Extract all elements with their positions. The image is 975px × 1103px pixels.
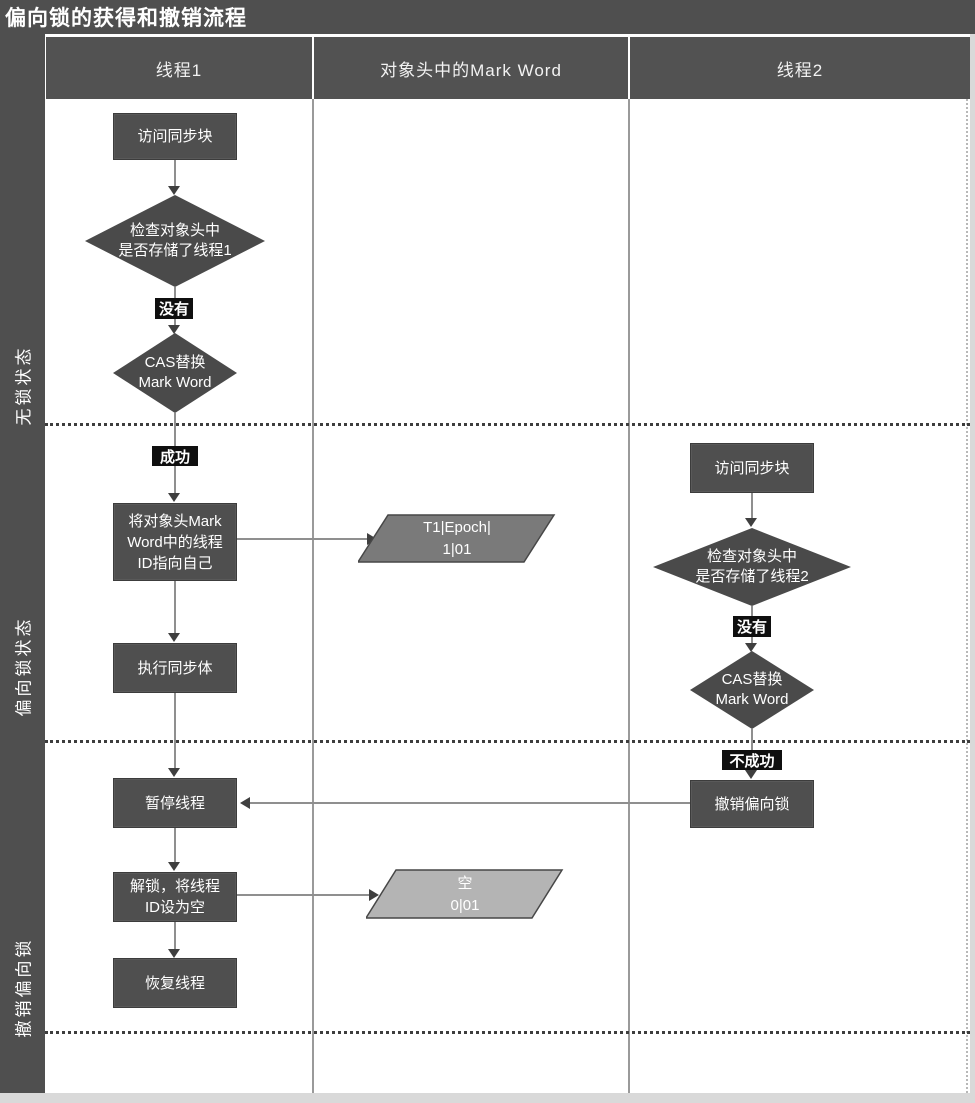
edge-label-fail: 不成功: [722, 750, 782, 770]
flow-line: [250, 802, 690, 804]
arrowhead-down: [745, 770, 757, 779]
edge-label-no: 没有: [155, 298, 193, 319]
node-t1-pause-thread: 暂停线程: [113, 778, 237, 828]
lane-header-thread2: 线程2: [630, 37, 970, 99]
flow-line: [174, 319, 176, 326]
diagram-right-border: [966, 99, 968, 1093]
flow-line: [174, 160, 176, 188]
arrowhead-down: [168, 186, 180, 195]
parallelogram-shape: [366, 869, 564, 919]
flow-line: [237, 894, 370, 896]
arrowhead-down: [168, 862, 180, 871]
lane-header-markword: 对象头中的Mark Word: [314, 37, 628, 99]
page-title: 偏向锁的获得和撤销流程: [5, 7, 247, 30]
lane-separator: [312, 99, 314, 1093]
node-t1-resume-thread: 恢复线程: [113, 958, 237, 1008]
edge-label-success: 成功: [152, 446, 198, 466]
flow-line: [174, 413, 176, 446]
arrowhead-right: [369, 889, 379, 901]
flow-line: [237, 538, 368, 540]
arrowhead-down: [168, 768, 180, 777]
markword-empty-parallelogram: [366, 869, 564, 919]
flow-line: [174, 287, 176, 298]
edge-label-no: 没有: [733, 616, 771, 637]
flow-line: [174, 693, 176, 769]
flow-line: [751, 493, 753, 519]
node-t2-access-sync-block: 访问同步块: [690, 443, 814, 493]
arrowhead-down: [168, 493, 180, 502]
node-t2-revoke-biased-lock: 撤销偏向锁: [690, 780, 814, 828]
node-t1-set-thread-id: 将对象头Mark Word中的线程 ID指向自己: [113, 503, 237, 581]
section-label-lock-free: 无锁状态: [14, 345, 34, 426]
lane-header-thread1: 线程1: [46, 37, 312, 99]
markword-biased-parallelogram: [358, 514, 556, 563]
flow-line: [751, 637, 753, 644]
flow-line: [174, 828, 176, 863]
node-t1-unlock-clear-id: 解锁，将线程 ID设为空: [113, 872, 237, 922]
arrowhead-down: [168, 633, 180, 642]
title-bar: 偏向锁的获得和撤销流程: [0, 0, 975, 34]
parallelogram-shape: [358, 514, 556, 563]
markword-empty-text: 空 0|01: [450, 874, 480, 914]
arrowhead-down: [745, 518, 757, 527]
flow-line: [751, 729, 753, 750]
state-sidebar: [0, 34, 45, 1093]
section-divider: [45, 740, 970, 743]
flow-line: [174, 581, 176, 634]
flow-line: [751, 606, 753, 616]
section-divider: [45, 1031, 970, 1034]
markword-biased-text: T1|Epoch| 1|01: [423, 519, 491, 558]
lane-separator: [628, 99, 630, 1093]
flow-line: [174, 922, 176, 950]
arrowhead-down: [168, 949, 180, 958]
section-divider: [45, 423, 970, 426]
arrowhead-down: [168, 325, 180, 334]
section-label-revoke: 撤销偏向锁: [14, 937, 34, 1038]
node-t1-run-sync-body: 执行同步体: [113, 643, 237, 693]
node-t1-access-sync-block: 访问同步块: [113, 113, 237, 160]
section-label-biased: 偏向锁状态: [14, 616, 34, 717]
arrowhead-left: [240, 797, 250, 809]
flow-line: [174, 466, 176, 494]
arrowhead-down: [745, 643, 757, 652]
